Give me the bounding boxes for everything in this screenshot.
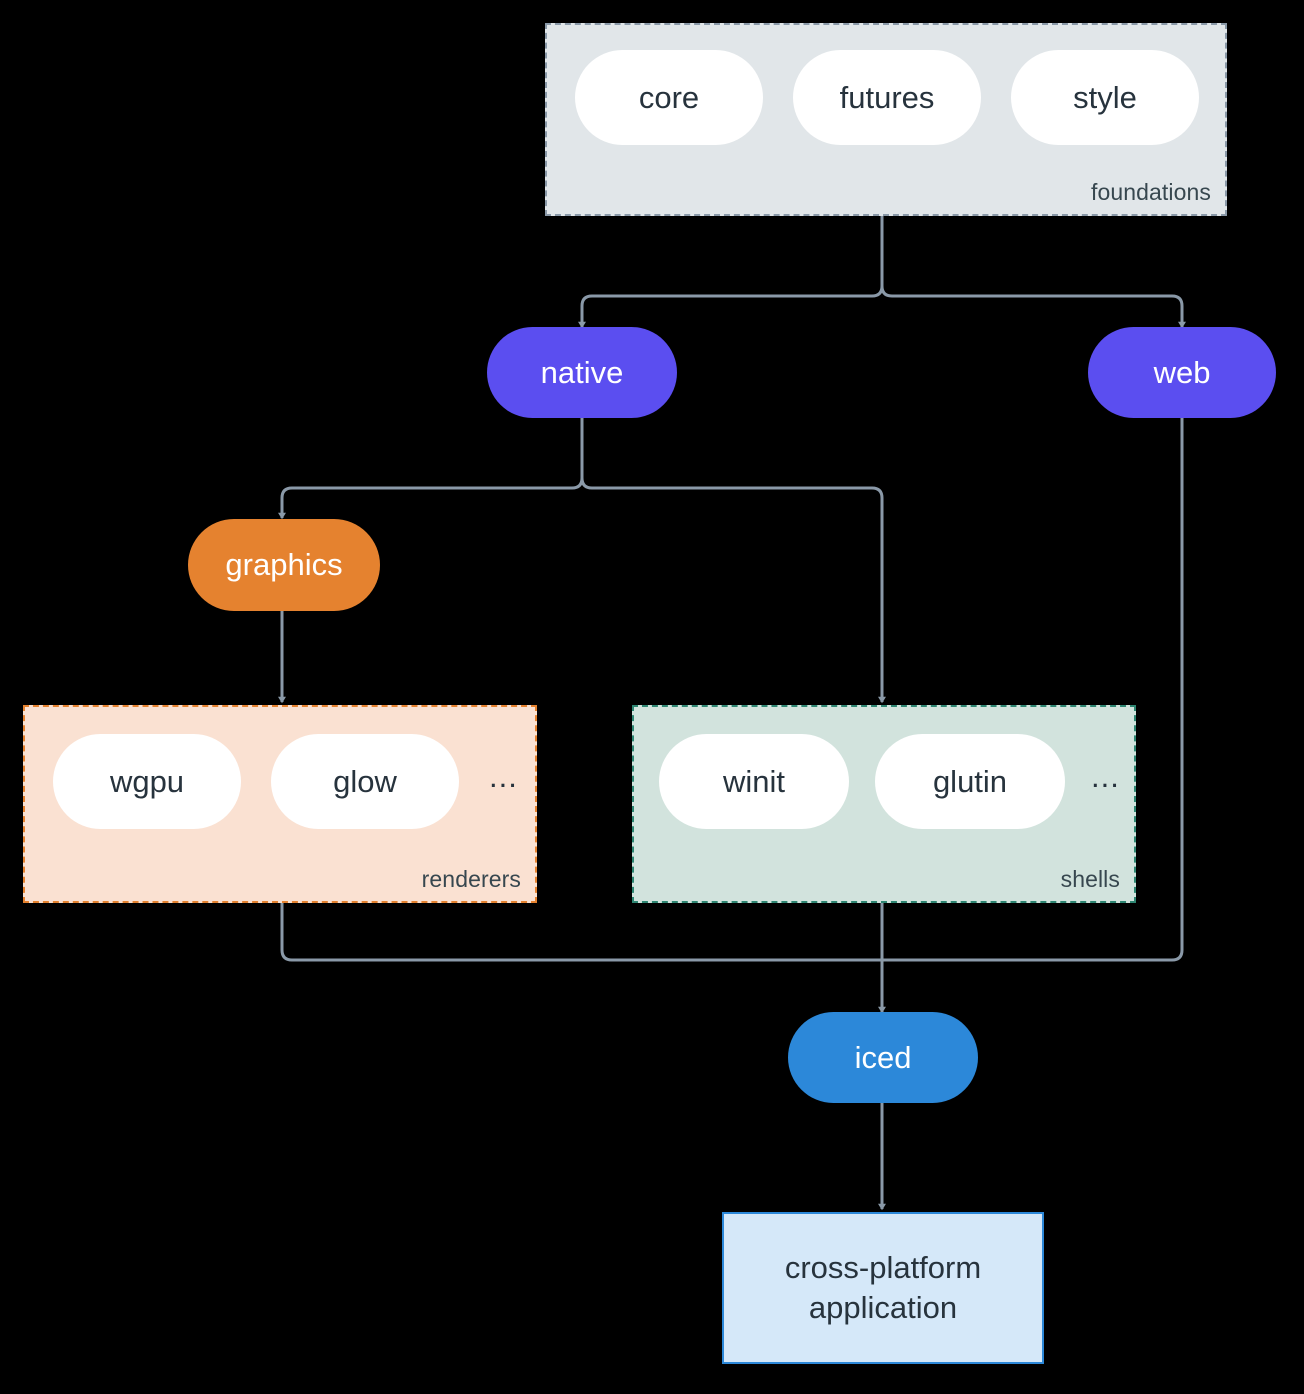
edge-foundations-web bbox=[880, 285, 1186, 329]
chip-label: core bbox=[638, 79, 700, 115]
edge-renderers-iced bbox=[280, 903, 882, 962]
node-native[interactable]: native bbox=[487, 327, 677, 418]
edge-native-graphics bbox=[278, 418, 584, 520]
node-label: native bbox=[540, 354, 624, 390]
chip-label: futures bbox=[839, 79, 935, 115]
node-graphics[interactable]: graphics bbox=[188, 519, 380, 611]
group-label-shells: shells bbox=[1060, 866, 1120, 892]
edge-foundations-native bbox=[578, 216, 884, 329]
node-cross-platform-application[interactable]: cross-platform application bbox=[722, 1212, 1044, 1364]
chip-winit[interactable]: winit bbox=[659, 734, 849, 829]
chip-ellipsis-renderers: ... bbox=[489, 759, 518, 794]
chip-label: glutin bbox=[932, 763, 1008, 799]
group-foundations: core futures style foundations bbox=[545, 23, 1227, 216]
chip-label: wgpu bbox=[109, 763, 185, 799]
node-label: graphics bbox=[225, 547, 343, 582]
chip-wgpu[interactable]: wgpu bbox=[53, 734, 241, 829]
group-label-renderers: renderers bbox=[421, 866, 521, 892]
chip-core[interactable]: core bbox=[575, 50, 763, 145]
chip-glutin[interactable]: glutin bbox=[875, 734, 1065, 829]
node-web[interactable]: web bbox=[1088, 327, 1276, 418]
node-label-line2: application bbox=[808, 1290, 958, 1325]
chip-label: winit bbox=[722, 763, 785, 799]
chip-style[interactable]: style bbox=[1011, 50, 1199, 145]
chip-glow[interactable]: glow bbox=[271, 734, 459, 829]
group-label-foundations: foundations bbox=[1090, 179, 1211, 205]
node-label: iced bbox=[854, 1039, 912, 1075]
edge-native-shells bbox=[580, 477, 886, 704]
group-shells: winit glutin ... shells bbox=[632, 705, 1136, 903]
group-renderers: wgpu glow ... renderers bbox=[23, 705, 537, 903]
chip-label: style bbox=[1073, 79, 1137, 115]
node-label: web bbox=[1153, 354, 1211, 390]
chip-label: glow bbox=[333, 763, 397, 799]
chip-futures[interactable]: futures bbox=[793, 50, 981, 145]
node-label-line1: cross-platform bbox=[784, 1250, 982, 1286]
chip-ellipsis-shells: ... bbox=[1091, 759, 1120, 794]
node-iced[interactable]: iced bbox=[788, 1012, 978, 1103]
